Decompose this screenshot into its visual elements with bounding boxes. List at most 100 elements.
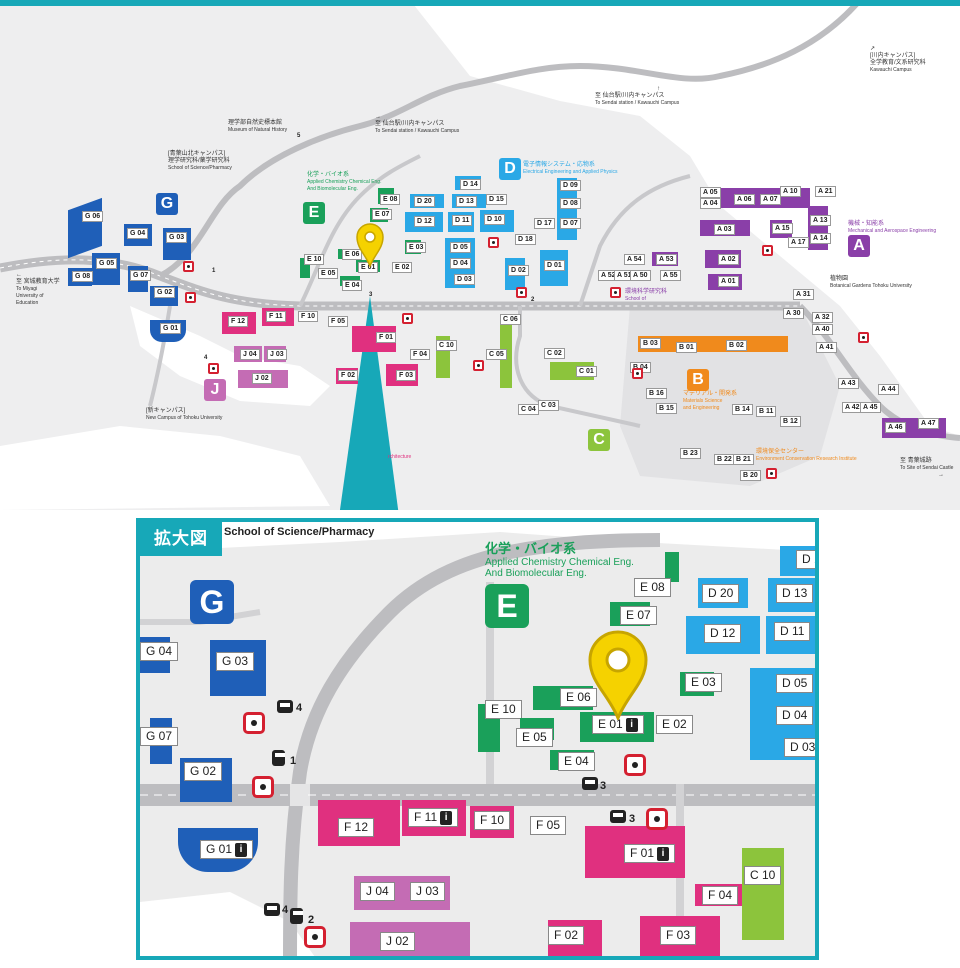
bus-stop-number: 2 [531,297,535,303]
label-d03: D 03 [784,738,815,757]
label-j02: J 02 [252,373,272,384]
zone-e-badge[interactable]: E [485,584,529,628]
building-e08[interactable] [665,552,679,582]
label-a30: A 30 [783,308,804,319]
cafe-icon[interactable] [208,363,219,374]
zone-j-badge[interactable]: J [204,379,226,401]
label-d12: D 12 [704,624,742,643]
cafe-icon[interactable] [488,237,499,248]
arrow-right-icon: → [938,472,944,478]
zone-d-badge[interactable]: D [499,158,521,180]
bus-stop-icon[interactable] [610,810,626,823]
sendai-station-label: ↑ 至 仙台駅/川内キャンパス To Sendai station / Kawa… [595,86,680,106]
cafe-icon[interactable] [243,712,265,734]
label-c01: C 01 [576,366,597,377]
sendai-castle-label: 至 青葉城跡 To Site of Sendai Castle → [900,458,954,478]
bus-stop-icon[interactable] [277,700,293,713]
bus-stop-number: 4 [204,355,208,361]
cafe-icon[interactable] [473,360,484,371]
label-f10: F 10 [474,811,511,830]
environment-center-label: 環境保全センター Environment Conservation Resear… [756,449,857,462]
label-d11: D 11 [452,215,473,226]
botanical-garden-label: 植物園 Botanical Gardens Tohoku University [830,276,912,289]
label-j02: J 02 [380,932,415,951]
bus-stop-number: 4 [282,904,289,916]
train-icon[interactable] [272,750,285,766]
bus-stop-icon[interactable] [582,777,598,790]
zoomed-map-panel[interactable]: 拡大図 School of Science/Pharmacy 化学・バイオ系 A… [136,518,819,960]
zone-b-badge[interactable]: B [687,369,709,391]
new-campus-label: [新キャンパス] New Campus of Tohoku University [146,408,223,421]
building-b-row[interactable] [638,336,788,352]
label-a13: A 13 [810,215,831,226]
label-b11: B 11 [756,406,777,417]
label-f04: F 04 [410,349,431,360]
cafe-icon[interactable] [516,287,527,298]
label-d09: D 09 [560,180,581,191]
zoom-header-label: School of Science/Pharmacy [224,526,375,538]
cafe-icon[interactable] [304,926,326,948]
label-g01: G 01 [160,323,182,334]
label-d15: D 15 [486,194,507,205]
building-e10[interactable] [300,258,310,278]
cafe-icon[interactable] [624,754,646,776]
label-d18: D 18 [515,234,536,245]
location-pin-icon[interactable] [586,628,650,720]
label-c04: C 04 [518,404,539,415]
building-c10[interactable] [742,848,784,940]
label-g04: G 04 [127,228,149,239]
train-icon[interactable] [290,908,303,924]
cafe-icon[interactable] [766,468,777,479]
label-f11: F 11 [266,311,286,322]
label-a32: A 32 [812,312,833,323]
cafe-icon[interactable] [762,245,773,256]
label-f02: F 02 [548,926,585,945]
cafe-icon[interactable] [858,332,869,343]
label-j03: J 03 [267,349,287,360]
cafe-icon[interactable] [183,261,194,272]
zoom-base-svg [140,522,815,956]
location-pin-icon[interactable] [355,222,385,268]
zone-c-badge[interactable]: C [588,429,610,451]
zone-g-badge[interactable]: G [190,580,234,624]
info-icon: i [235,842,248,857]
label-a03: A 03 [714,224,735,235]
campus-overview-map[interactable]: G E D J A B C ↗ [川内キャンパス] 全学教育/文系研究科 Kaw… [0,6,960,510]
cafe-icon[interactable] [632,368,643,379]
bus-stop-icon[interactable] [264,903,280,916]
arrow-up-icon: ↑ [657,86,660,92]
zone-a-badge[interactable]: A [848,235,870,257]
label-c10: C 10 [436,340,457,351]
arrow-left-icon: ← [16,272,22,278]
label-a41: A 41 [816,342,837,353]
label-b23: B 23 [680,448,701,459]
label-b14: B 14 [732,404,753,415]
label-e08: E 08 [634,578,671,597]
cafe-icon[interactable] [610,287,621,298]
info-icon: i [625,717,638,732]
label-g04: G 04 [140,642,179,661]
label-e02: E 02 [392,262,413,273]
label-e10: E 10 [485,700,522,719]
bus-stop-number: 3 [369,292,373,298]
zone-g-badge[interactable]: G [156,193,178,215]
label-a40: A 40 [812,324,833,335]
cafe-icon[interactable] [646,808,668,830]
label-e04: E 04 [558,752,595,771]
label-f01: F 01 [376,332,397,343]
label-e08: E 08 [380,194,401,205]
label-a44: A 44 [878,384,899,395]
miyagi-edu-label: ← 至 宮城教育大学 To Miyagi University of Educa… [16,272,60,306]
zone-e-badge[interactable]: E [303,202,325,224]
cafe-icon[interactable] [252,776,274,798]
label-d01: D 01 [544,260,565,271]
cafe-icon[interactable] [402,313,413,324]
cafe-icon[interactable] [185,292,196,303]
label-e05: E 05 [516,728,553,747]
label-c03: C 03 [538,400,559,411]
label-b12: B 12 [780,416,801,427]
label-d11: D 11 [774,622,811,641]
label-f02: F 02 [338,370,359,381]
